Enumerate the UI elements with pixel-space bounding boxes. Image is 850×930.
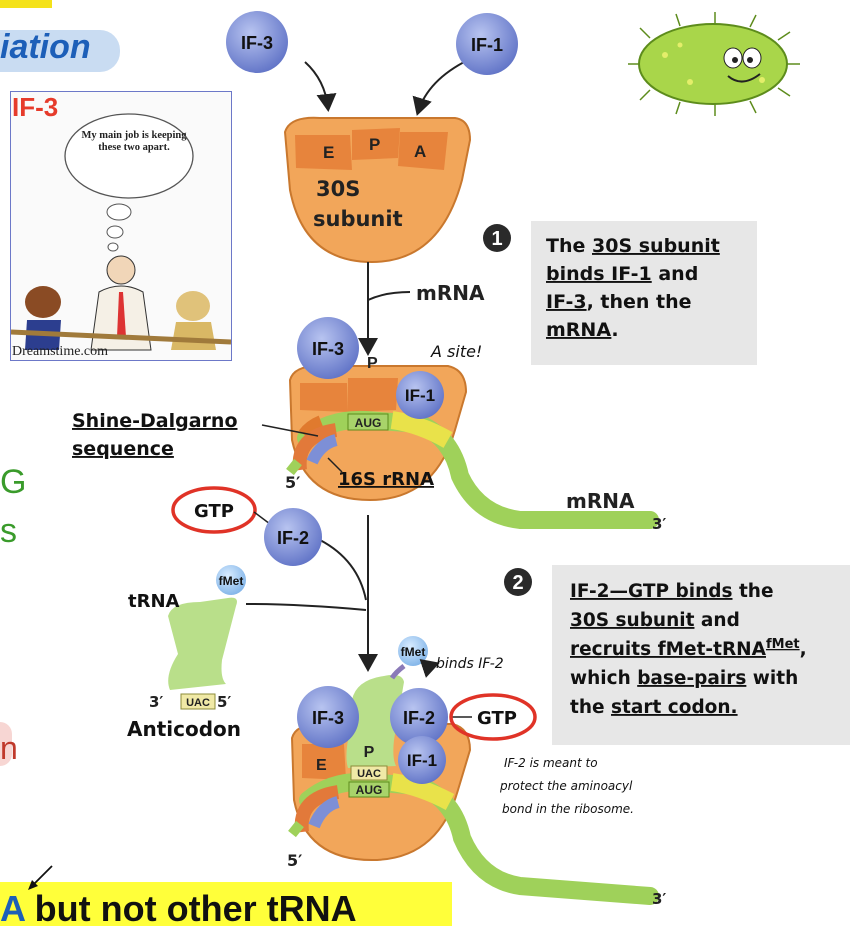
codon-aug-mid: AUG bbox=[355, 416, 382, 430]
slide-title: iation bbox=[0, 28, 91, 66]
bottom-highlight-banner bbox=[0, 882, 452, 926]
bacterium-mascot-icon bbox=[628, 12, 800, 116]
trna-label: tRNA bbox=[128, 591, 180, 612]
handwritten-arrow-icon bbox=[28, 865, 53, 890]
if2-factor-bound: IF-2 bbox=[390, 688, 448, 746]
image-credit: Dreamstime.com bbox=[12, 344, 109, 359]
handwritten-a-site: A site! bbox=[430, 342, 482, 361]
step-1-number-icon bbox=[483, 224, 511, 252]
if1-bottom-label: IF-1 bbox=[407, 751, 437, 770]
subunit-label-line1: 30S bbox=[316, 177, 360, 201]
shine-dalgarno-label-2: sequence bbox=[72, 438, 174, 460]
handwritten-note-2: protect the aminoacyl bbox=[499, 779, 633, 793]
bottom-banner-text: A but not other tRNA bbox=[0, 888, 357, 930]
thought-bubble-text: My main job is keeping these two apart. bbox=[81, 130, 187, 153]
five-prime-bottom: 5′ bbox=[287, 851, 302, 870]
if1-top-label: IF-1 bbox=[471, 35, 503, 55]
step-2-number: 2 bbox=[512, 572, 523, 594]
site-e-bottom: E bbox=[316, 757, 327, 774]
shine-dalgarno-label-1: Shine-Dalgarno bbox=[72, 410, 238, 432]
cutoff-pink-pill bbox=[0, 722, 12, 766]
if1-factor-mid: IF-1 bbox=[396, 371, 444, 419]
site-e-top: E bbox=[323, 143, 334, 162]
three-prime-mid: 3′ bbox=[652, 515, 666, 533]
mrna-arrow-label: mRNA bbox=[416, 281, 485, 305]
cartoon-image bbox=[10, 91, 232, 361]
step-1-text: The 30S subunit binds IF-1 and IF-3, the… bbox=[546, 235, 726, 341]
trna-5prime: 5′ bbox=[217, 693, 231, 711]
cutoff-text-g: G bbox=[0, 463, 27, 501]
anticodon-label: Anticodon bbox=[127, 717, 241, 741]
mrna-label-mid: mRNA bbox=[566, 489, 635, 513]
gtp-circle-highlight-bottom bbox=[449, 693, 537, 741]
if3-bottom-label: IF-3 bbox=[312, 708, 344, 728]
cartoon-drawing bbox=[10, 113, 232, 351]
if3-factor-top: IF-3 bbox=[226, 11, 288, 73]
handwritten-note-3: bond in the ribosome. bbox=[502, 802, 634, 816]
fmet-trna-free: fMet UAC 3′ 5′ bbox=[149, 565, 246, 711]
site-a-top: A bbox=[414, 142, 426, 161]
gtp-label-mid: GTP bbox=[194, 501, 234, 522]
step-2-box bbox=[552, 565, 850, 745]
fmet-free-label: fMet bbox=[219, 574, 244, 588]
step-2-text: IF-2—GTP binds the 30S subunit and recru… bbox=[570, 581, 813, 718]
title-pill bbox=[0, 30, 120, 72]
fmet-bound-label: fMet bbox=[401, 645, 426, 659]
handwritten-binds-if2: binds IF-2 bbox=[436, 656, 504, 672]
if3-top-label: IF-3 bbox=[241, 33, 273, 53]
bottom-banner-prefix: A bbox=[0, 888, 25, 929]
if1-mid-label: IF-1 bbox=[405, 386, 435, 405]
three-prime-bottom: 3′ bbox=[652, 890, 666, 908]
cutoff-text-s: s bbox=[0, 512, 17, 550]
step-1-box bbox=[531, 221, 757, 365]
bottom-banner-main: but not other tRNA bbox=[24, 888, 357, 929]
top-highlight-strip bbox=[0, 0, 52, 8]
if2-bound-label: IF-2 bbox=[403, 708, 435, 728]
step-2-number-icon bbox=[504, 568, 532, 596]
if2-factor-free: IF-2 bbox=[264, 508, 322, 566]
site-p-mid: P bbox=[367, 355, 378, 372]
cartoon-if3-label: IF-3 bbox=[12, 92, 59, 122]
gtp-label-bottom: GTP bbox=[477, 708, 517, 729]
small-subunit-30s-top: E P A 30S subunit bbox=[283, 116, 472, 264]
step-1-number: 1 bbox=[491, 228, 502, 250]
site-p-top: P bbox=[369, 135, 380, 154]
subunit-label-line2: subunit bbox=[313, 207, 403, 231]
if3-mid-label: IF-3 bbox=[312, 339, 344, 359]
cutoff-text-n: n bbox=[0, 730, 18, 766]
anticodon-free: UAC bbox=[186, 697, 210, 709]
five-prime-mid: 5′ bbox=[285, 473, 300, 492]
trna-3prime: 3′ bbox=[149, 693, 163, 711]
handwritten-note-1: IF-2 is meant to bbox=[504, 756, 598, 770]
if1-factor-top: IF-1 bbox=[456, 13, 518, 75]
site-p-bottom: P bbox=[364, 744, 375, 761]
if3-factor-mid: IF-3 bbox=[297, 317, 359, 379]
if3-factor-bottom: IF-3 bbox=[297, 686, 359, 748]
codon-aug-bottom: AUG bbox=[356, 783, 383, 797]
16s-rrna-label: 16S rRNA bbox=[338, 469, 434, 490]
if2-free-label: IF-2 bbox=[277, 528, 309, 548]
if1-factor-bottom: IF-1 bbox=[398, 736, 446, 784]
gtp-circle-highlight bbox=[171, 486, 257, 534]
anticodon-bottom: UAC bbox=[357, 768, 381, 780]
